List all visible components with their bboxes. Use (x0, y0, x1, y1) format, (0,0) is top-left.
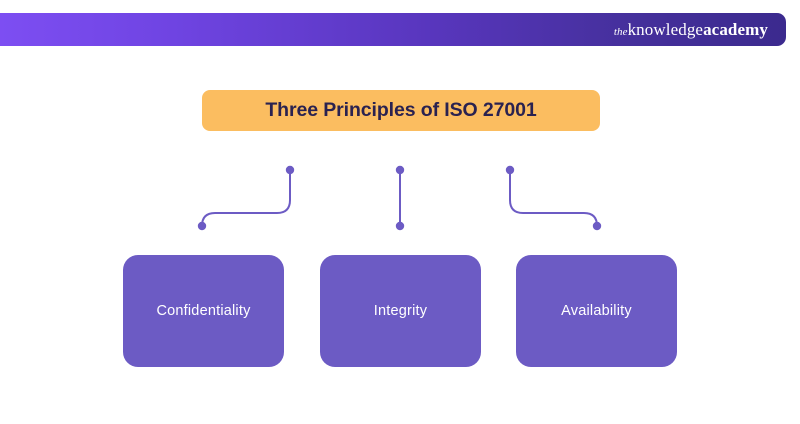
connector-dot-left-top (285, 165, 295, 175)
connector-dot-right-bottom (592, 221, 602, 231)
principle-box-confidentiality: Confidentiality (123, 255, 284, 367)
connector-dot-middle-top (395, 165, 405, 175)
brand-word-the: the (613, 25, 628, 38)
connector-path-right (509, 169, 598, 227)
header-bar: theknowledgeacademy (0, 13, 786, 46)
principle-label: Confidentiality (156, 303, 251, 319)
brand-word-knowledge: knowledge (627, 19, 704, 39)
brand-logo: theknowledgeacademy (614, 20, 768, 40)
connector-dot-left-bottom (197, 221, 207, 231)
principle-box-group: Confidentiality Integrity Availability (0, 255, 800, 367)
principle-box-integrity: Integrity (320, 255, 481, 367)
principle-label: Availability (561, 303, 632, 319)
title-banner: Three Principles of ISO 27001 (202, 90, 600, 131)
principle-box-availability: Availability (516, 255, 677, 367)
connector-path-left (201, 169, 291, 227)
principle-label: Integrity (373, 303, 428, 319)
brand-word-academy: academy (703, 19, 768, 39)
page-title: Three Principles of ISO 27001 (265, 99, 537, 121)
connector-dot-right-top (505, 165, 515, 175)
connector-dot-middle-bottom (395, 221, 405, 231)
